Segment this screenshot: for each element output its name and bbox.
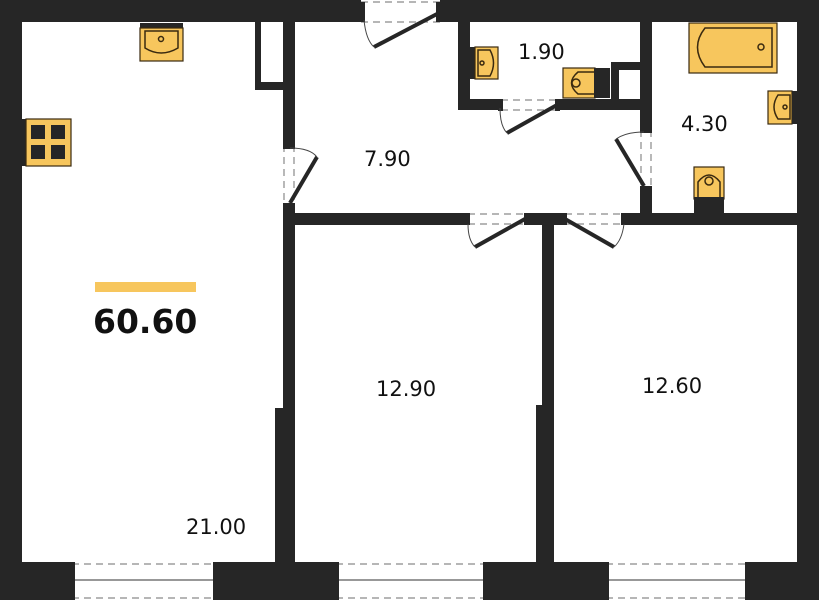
- stove-icon: [22, 118, 72, 167]
- bathroom-sink-icon: [767, 90, 797, 125]
- room-area-bedroom-1: 12.90: [376, 377, 437, 401]
- bathtub-icon: [688, 22, 778, 74]
- door-bedroom-2: [562, 213, 626, 249]
- total-area-accent-bar: [95, 282, 196, 292]
- room-area-hallway: 7.90: [364, 147, 411, 171]
- room-area-wc: 1.90: [518, 40, 565, 64]
- window-bedroom-1: [336, 562, 486, 600]
- total-area: 60.60: [93, 302, 198, 341]
- room-area-bedroom-2: 12.60: [642, 374, 703, 398]
- kitchen-sink-icon: [139, 23, 184, 62]
- door-entrance: [360, 1, 441, 49]
- windows: [72, 562, 748, 600]
- room-area-living-kitchen: 21.00: [186, 515, 247, 539]
- bathroom-toilet-icon: [693, 166, 725, 213]
- window-living: [72, 562, 216, 600]
- wc-sink-icon: [470, 46, 499, 80]
- wc-toilet-icon: [562, 67, 610, 99]
- door-wc: [498, 99, 560, 135]
- window-bedroom-2: [606, 562, 748, 600]
- fixtures: [22, 22, 797, 213]
- door-bedroom-1: [465, 213, 529, 249]
- door-bathroom: [614, 128, 652, 191]
- door-living: [283, 144, 319, 208]
- room-area-bathroom: 4.30: [681, 112, 728, 136]
- interior-walls: [255, 22, 797, 562]
- doors: [283, 1, 652, 249]
